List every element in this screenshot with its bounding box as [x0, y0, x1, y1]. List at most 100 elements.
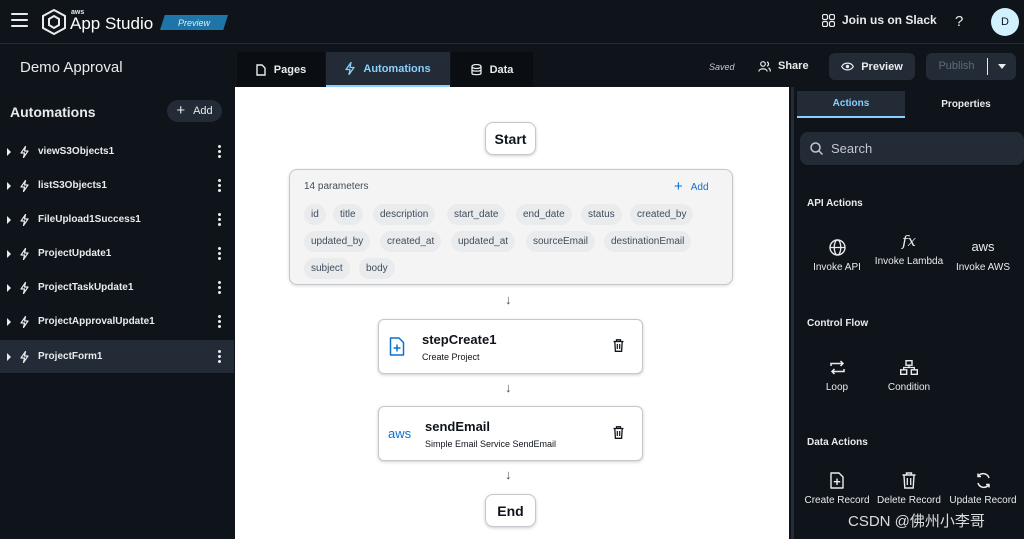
more-options-icon[interactable] [218, 145, 221, 160]
action-update-record[interactable]: Update Record [947, 469, 1019, 507]
trash-icon[interactable] [613, 426, 624, 439]
parameter-chip[interactable]: created_at [380, 231, 442, 252]
add-parameter-label: Add [690, 181, 709, 193]
automations-sidebar: Automations + Add viewS3Objects1 listS3O… [0, 87, 234, 539]
parameter-chip[interactable]: title [333, 204, 363, 225]
brand-title: App Studio [70, 14, 154, 33]
sidebar-item[interactable]: listS3Objects1 [0, 169, 234, 202]
end-node[interactable]: End [485, 494, 536, 527]
action-invoke-aws[interactable]: aws Invoke AWS [947, 236, 1019, 274]
share-label: Share [778, 60, 809, 72]
actions-search-input[interactable]: Search [800, 132, 1024, 165]
tab-data[interactable]: Data [451, 52, 533, 87]
search-placeholder: Search [831, 141, 873, 156]
parameter-chip[interactable]: created_by [630, 204, 694, 225]
app-toolbar: Demo Approval Pages Automations Data Sav… [0, 45, 1024, 87]
parameters-card[interactable]: 14 parameters + Add id title description… [289, 169, 733, 285]
sidebar-item-label: ProjectUpdate1 [38, 248, 112, 259]
caret-right-icon[interactable] [7, 181, 11, 190]
sidebar-item-label: listS3Objects1 [38, 180, 107, 191]
sidebar-item-label: ProjectTaskUpdate1 [38, 282, 134, 293]
more-options-icon[interactable] [218, 213, 221, 228]
automation-canvas[interactable]: Start 14 parameters + Add id title descr… [235, 87, 789, 539]
help-button[interactable]: ? [955, 13, 964, 30]
parameter-chip[interactable]: updated_at [451, 231, 516, 252]
sidebar-item[interactable]: ProjectUpdate1 [0, 237, 234, 270]
preview-label: Preview [861, 60, 903, 73]
database-icon [470, 63, 482, 75]
plus-icon: + [674, 178, 683, 195]
parameter-chip[interactable]: subject [304, 258, 350, 279]
flow-arrow: ↓ [505, 380, 512, 395]
caret-right-icon[interactable] [7, 215, 11, 224]
share-button[interactable]: Share [758, 60, 809, 72]
file-plus-icon [830, 471, 844, 489]
tab-properties[interactable]: Properties [941, 99, 991, 110]
more-options-icon[interactable] [218, 315, 221, 330]
sidebar-item-label: FileUpload1Success1 [38, 214, 141, 225]
sidebar-item-label: viewS3Objects1 [38, 146, 115, 157]
caret-right-icon[interactable] [7, 147, 11, 156]
publish-dropdown[interactable] [988, 64, 1016, 69]
refresh-icon [976, 472, 990, 488]
trash-icon[interactable] [613, 339, 624, 352]
parameter-chip[interactable]: updated_by [304, 231, 371, 252]
eye-icon [841, 62, 855, 71]
more-options-icon[interactable] [218, 179, 221, 194]
add-automation-button[interactable]: + Add [167, 100, 222, 122]
condition-icon [900, 359, 918, 375]
step-card-sendemail[interactable]: aws sendEmail Simple Email Service SendE… [378, 406, 643, 461]
action-label: Loop [825, 382, 849, 393]
action-invoke-api[interactable]: Invoke API [801, 236, 873, 274]
sidebar-item[interactable]: FileUpload1Success1 [0, 203, 234, 236]
tab-pages[interactable]: Pages [237, 52, 325, 87]
parameter-chip[interactable]: body [359, 258, 395, 279]
publish-button[interactable]: Publish [926, 53, 1016, 80]
action-label: Update Record [949, 495, 1017, 506]
start-node[interactable]: Start [485, 122, 536, 155]
caret-right-icon[interactable] [7, 283, 11, 292]
sidebar-item[interactable]: ProjectTaskUpdate1 [0, 271, 234, 304]
tab-automations[interactable]: Automations [326, 52, 450, 87]
preview-button[interactable]: Preview [829, 53, 915, 80]
add-parameter-button[interactable]: + Add [674, 178, 709, 195]
more-options-icon[interactable] [218, 247, 221, 262]
parameter-chip[interactable]: sourceEmail [526, 231, 596, 252]
join-slack-link[interactable]: Join us on Slack [822, 13, 937, 27]
parameter-chip[interactable]: status [581, 204, 622, 225]
sidebar-item-active[interactable]: ProjectForm1 [0, 340, 234, 373]
parameter-chip[interactable]: id [304, 204, 326, 225]
step-title: sendEmail [425, 419, 491, 434]
sidebar-item[interactable]: viewS3Objects1 [0, 135, 234, 168]
add-label: Add [193, 105, 213, 117]
trash-icon [902, 471, 916, 489]
tab-actions[interactable]: Actions [797, 91, 905, 118]
more-options-icon[interactable] [218, 350, 221, 365]
action-loop[interactable]: Loop [801, 356, 873, 394]
action-invoke-lambda[interactable]: fx Invoke Lambda [873, 230, 945, 268]
menu-icon[interactable] [11, 13, 28, 29]
parameter-chip[interactable]: destinationEmail [604, 231, 692, 252]
slack-icon [822, 13, 835, 27]
action-create-record[interactable]: Create Record [801, 469, 873, 507]
parameter-chip[interactable]: start_date [447, 204, 506, 225]
parameter-chip[interactable]: end_date [516, 204, 572, 225]
sidebar-title: Automations [10, 104, 96, 120]
sidebar-item[interactable]: ProjectApprovalUpdate1 [0, 305, 234, 338]
caret-right-icon[interactable] [7, 249, 11, 258]
step-card-stepcreate1[interactable]: stepCreate1 Create Project [378, 319, 643, 374]
parameter-chip[interactable]: description [373, 204, 436, 225]
user-avatar[interactable]: D [991, 8, 1019, 36]
brand-aws: aws [71, 9, 85, 16]
caret-right-icon[interactable] [7, 317, 11, 326]
action-delete-record[interactable]: Delete Record [873, 469, 945, 507]
bolt-icon [20, 281, 29, 294]
action-condition[interactable]: Condition [873, 356, 945, 394]
caret-right-icon[interactable] [7, 352, 11, 361]
more-options-icon[interactable] [218, 281, 221, 296]
slack-label: Join us on Slack [842, 13, 937, 27]
tab-automations-label: Automations [363, 62, 431, 75]
publish-label: Publish [926, 58, 988, 75]
flow-arrow: ↓ [505, 467, 512, 482]
step-subtitle: Simple Email Service SendEmail [425, 439, 557, 449]
